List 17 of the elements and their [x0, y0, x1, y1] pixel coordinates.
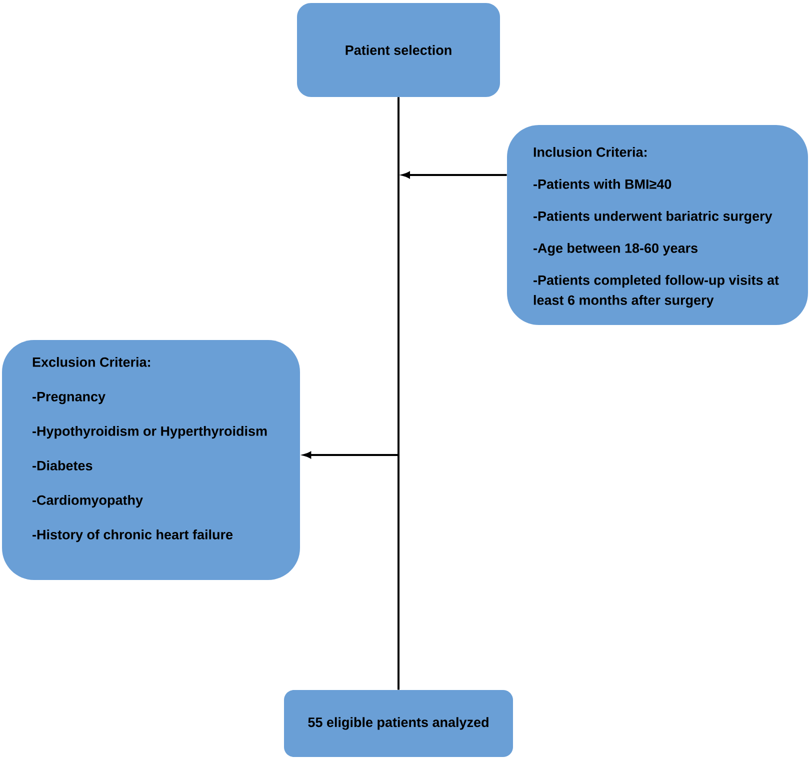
criteria-item: -Patients underwent bariatric surgery: [534, 210, 772, 224]
arrow: [303, 97, 400, 458]
process-box: 55 eligible patients analyzed: [284, 690, 513, 757]
criteria-item: -Patients completed follow-up visits at least 6 months after surgery: [534, 274, 779, 308]
criteria-item: -Hypothyroidism or Hyperthyroidism: [32, 426, 267, 439]
criteria-box: [507, 125, 808, 325]
criteria-item: -History of chronic heart failure: [32, 529, 233, 542]
process-box: Patient selection: [297, 3, 500, 97]
criteria-item: -Pregnancy: [32, 392, 106, 404]
criteria-item: -Diabetes: [32, 460, 92, 470]
criteria-item: -Cardiomyopathy: [32, 494, 143, 508]
criteria-box: [2, 340, 300, 580]
box-heading: Exclusion Criteria:: [32, 356, 150, 367]
arrow: [402, 172, 507, 178]
criteria-item: -Patients with BMI≥40: [534, 178, 672, 189]
box-heading: Inclusion Criteria:: [534, 147, 646, 157]
criteria-item: -Age between 18-60 years: [534, 242, 698, 256]
